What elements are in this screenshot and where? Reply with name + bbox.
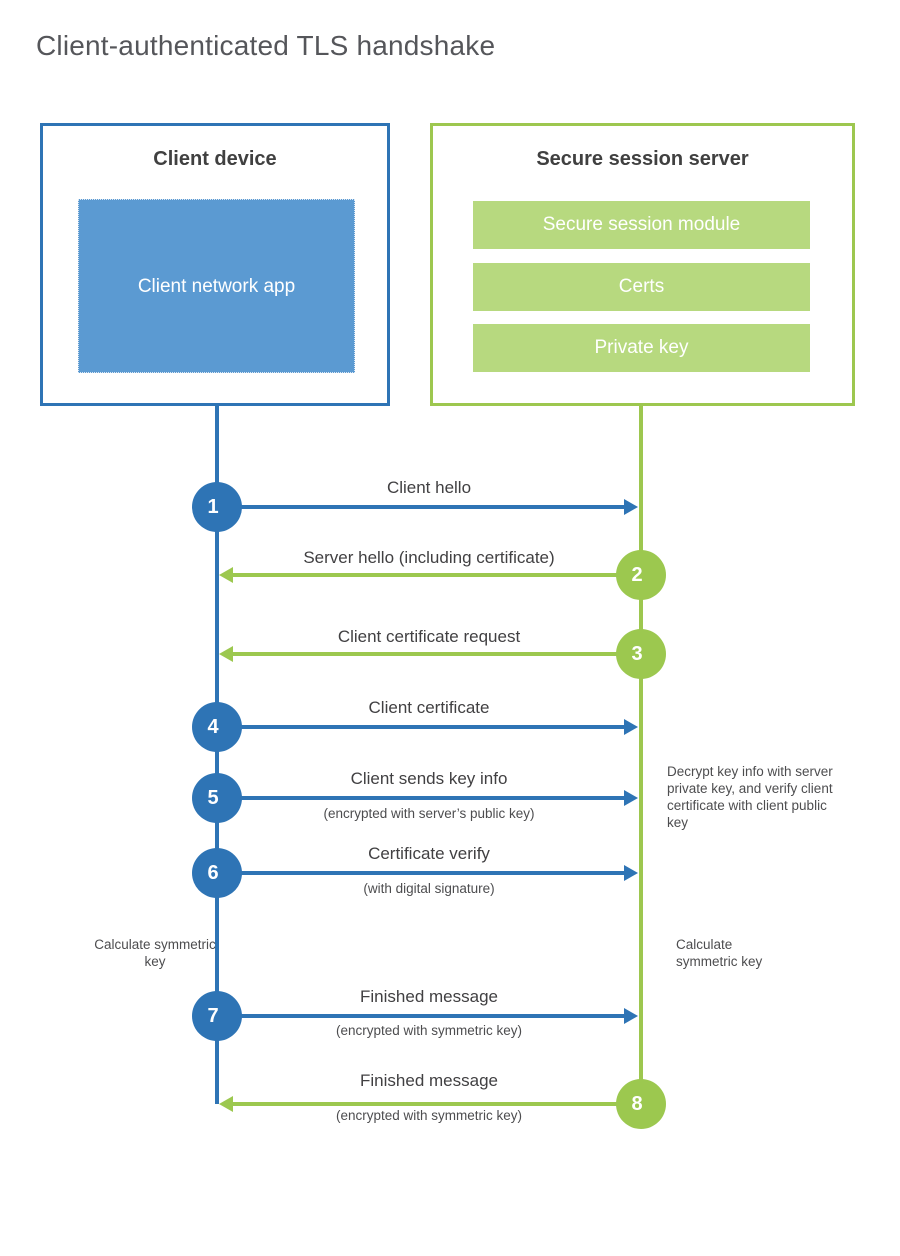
step-circle-5: 5 [192,773,242,823]
secure-session-server-title: Secure session server [536,148,749,170]
step-circle-8: 8 [616,1079,666,1129]
step-number: 5 [207,786,219,809]
calculate-symmetric-key-client-note: Calculate symmetric key [94,937,216,969]
message-label-step1: Client hello [386,478,472,497]
server-module-certs: Certs [473,263,810,311]
message-label-step4: Client certificate [368,698,490,717]
message-sublabel-step6: (with digital signature) [363,881,495,896]
step-circle-2: 2 [616,550,666,600]
decrypt-key-note: Decrypt key info with server private key… [667,764,833,830]
step-circle-3: 3 [616,629,666,679]
step-circle-7: 7 [192,991,242,1041]
step-circle-4: 4 [192,702,242,752]
server-lifeline [639,406,643,1104]
server-module-private-key: Private key [473,324,810,372]
client-network-app-label: Client network app [137,275,296,297]
step-circle-6: 6 [192,848,242,898]
step-number: 3 [631,642,643,665]
message-arrow-step2 [219,567,617,583]
step-number: 6 [207,861,219,884]
step-circle-1: 1 [192,482,242,532]
page-title: Client-authenticated TLS handshake [36,30,496,61]
step-number: 4 [207,715,219,738]
calculate-symmetric-key-server-note: Calculate symmetric key [676,937,763,969]
step-number: 2 [631,563,643,586]
message-label-step7: Finished message [360,987,498,1006]
step-number: 7 [207,1004,219,1027]
step-number: 1 [207,495,219,518]
message-arrow-step4 [240,719,638,735]
message-sublabel-step7: (encrypted with symmetric key) [335,1023,523,1038]
client-network-app-box: Client network app [78,199,355,373]
message-arrow-step1 [240,499,638,515]
message-arrow-step5 [240,790,638,806]
client-lifeline [215,406,219,1104]
step-number: 8 [631,1092,643,1115]
message-label-step3: Client certificate request [337,627,521,646]
message-arrow-step8 [219,1096,617,1112]
message-arrow-step6 [240,865,638,881]
message-arrow-step3 [219,646,617,662]
message-label-step2: Server hello (including certificate) [303,548,555,567]
message-label-step6: Certificate verify [368,844,490,863]
client-device-title: Client device [153,148,277,170]
message-arrow-step7 [240,1008,638,1024]
message-sublabel-step5: (encrypted with server’s public key) [323,806,535,821]
message-sublabel-step8: (encrypted with symmetric key) [335,1108,523,1123]
server-module-secure-session-module: Secure session module [473,201,810,249]
message-label-step8: Finished message [360,1071,498,1090]
message-label-step5: Client sends key info [350,769,508,788]
